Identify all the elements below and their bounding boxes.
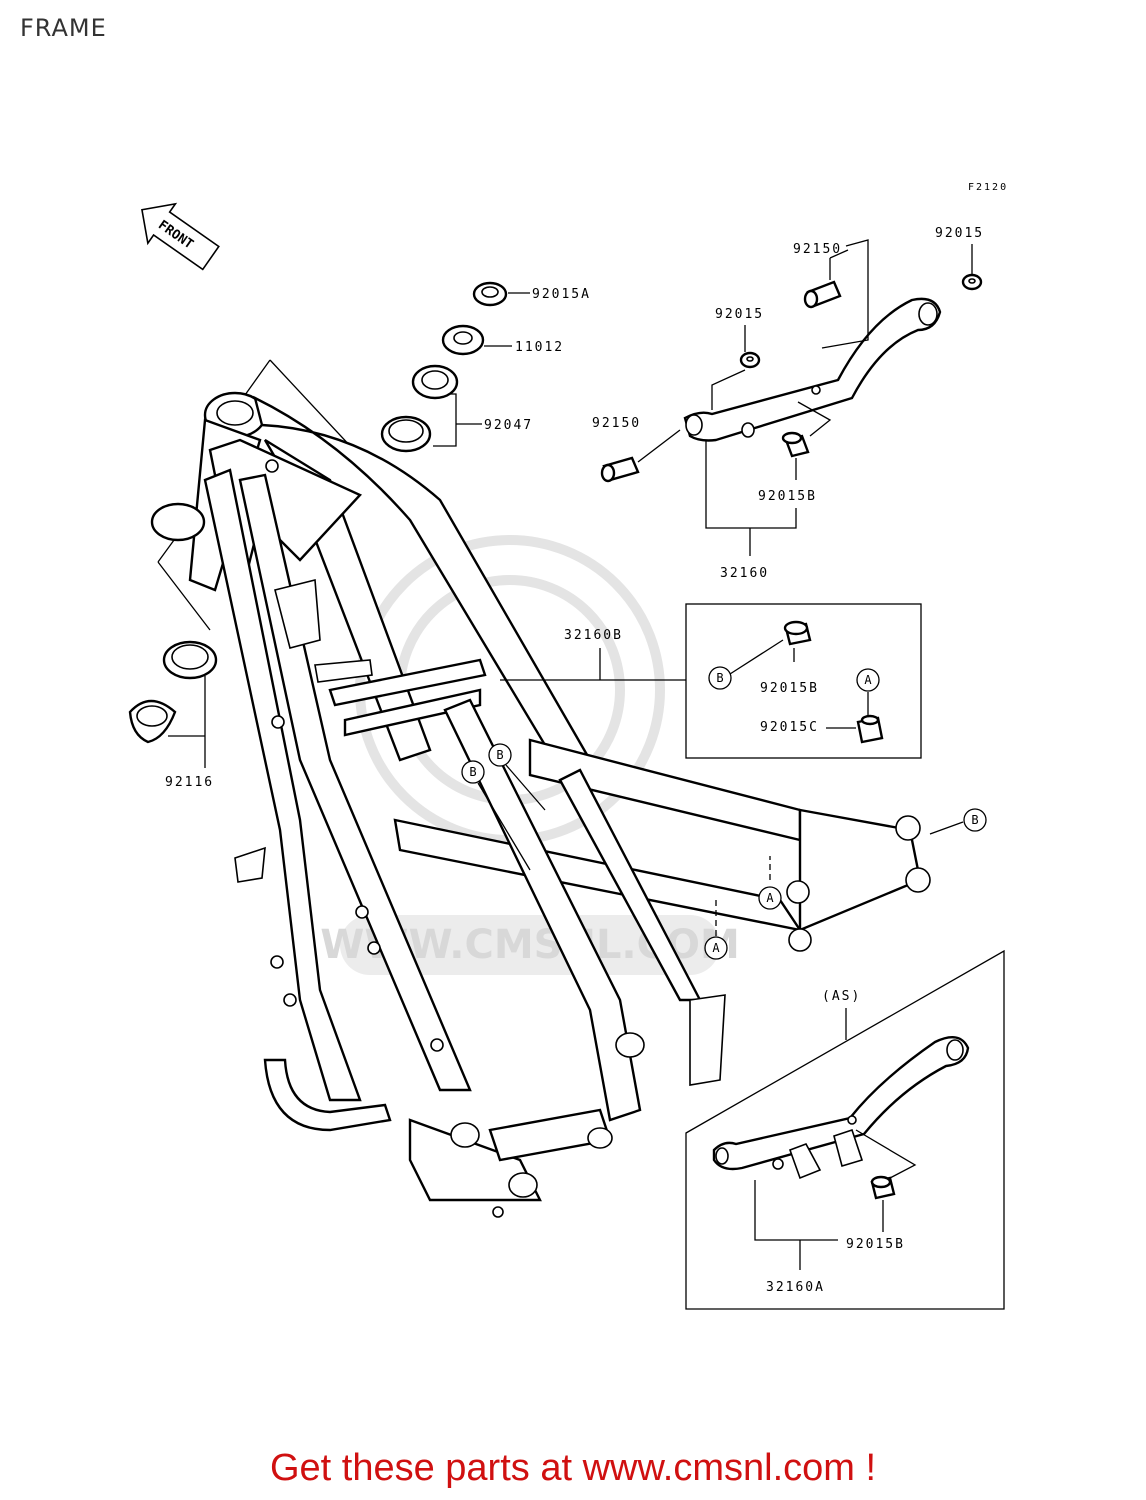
label-92015B-as: 92015B [846,1237,905,1252]
label-11012: 11012 [515,340,564,355]
svg-text:B: B [469,765,476,779]
svg-text:B: B [496,748,503,762]
part-92116-bearing-lower[interactable] [162,640,218,680]
part-32160A-stand-bracket[interactable] [712,1036,970,1180]
svg-text:B: B [716,671,723,685]
part-92047-bearing-race[interactable] [380,415,432,453]
label-92015A: 92015A [532,287,591,302]
detail-box-32160B [685,603,922,759]
label-as: (AS) [822,989,861,1004]
marker-b-frame-2: B [488,743,512,767]
marker-b-box: B [708,666,732,690]
part-92150-bolt-top[interactable] [803,280,842,309]
part-32160-stand-bracket[interactable] [683,297,942,442]
part-92116-seal[interactable] [128,699,177,744]
svg-text:A: A [766,891,774,905]
svg-text:A: A [864,673,872,687]
figure-code: F2120 [968,182,1008,193]
svg-text:A: A [712,941,720,955]
label-32160: 32160 [720,566,769,581]
label-32160A: 32160A [766,1280,825,1295]
part-92047-bearing-upper[interactable] [411,364,459,400]
part-92150-bolt-mid[interactable] [600,456,640,483]
part-92015-nut-mid[interactable] [739,351,761,369]
marker-a-frame-2: A [704,936,728,960]
part-92015C-collar[interactable] [856,714,884,744]
label-92015-top: 92015 [935,226,984,241]
label-92150-top: 92150 [793,242,842,257]
frame-parts-diagram: WWW.CMSNL.COM F2120 FRONT 92015A 11012 9… [128,182,1008,1310]
part-92015-nut-top[interactable] [961,273,983,291]
label-92116: 92116 [165,775,214,790]
motorcycle-frame[interactable] [150,391,931,1218]
marker-b-frame-1: B [461,760,485,784]
part-11012-washer[interactable] [441,324,485,356]
front-arrow-icon: FRONT [141,202,220,271]
page-title: FRAME [20,14,107,42]
label-32160B: 32160B [564,628,623,643]
detail-box-as [685,949,1005,1310]
label-92015-mid: 92015 [715,307,764,322]
part-92015A-nut[interactable] [472,281,508,307]
cta-link[interactable]: Get these parts at www.cmsnl.com ! [269,1447,877,1489]
label-92150-mid: 92150 [592,416,641,431]
marker-b-frame-3: B [963,808,987,832]
svg-text:B: B [971,813,978,827]
marker-a-frame-1: A [758,886,782,910]
part-92015B-collar-stand[interactable] [781,431,810,458]
label-92047: 92047 [484,418,533,433]
part-92015B-collar-as[interactable] [870,1175,896,1200]
marker-a-box: A [856,668,880,692]
label-92015B-stand: 92015B [758,489,817,504]
label-92015C: 92015C [760,720,819,735]
part-92015B-collar-box[interactable] [783,620,812,646]
label-92015B-box: 92015B [760,681,819,696]
